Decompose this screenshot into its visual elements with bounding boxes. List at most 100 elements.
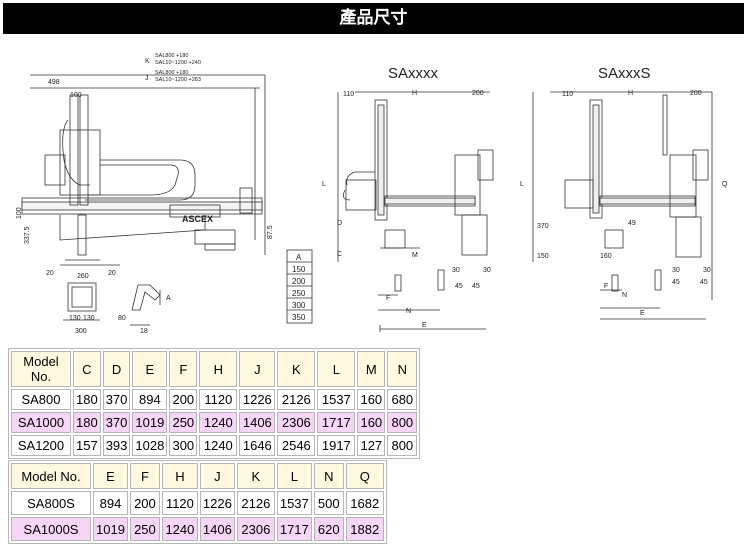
table-cell: 200 [129,491,160,515]
column-header: H [161,463,198,489]
dim-20-right: 20 [108,270,116,277]
column-header: L [317,351,356,387]
v2-dim-e: E [640,310,645,317]
column-header: J [199,463,235,489]
v1-dim-e: E [422,322,427,329]
column-header: D [102,351,131,387]
v2-dim-30a: 30 [672,267,680,274]
table-cell: 800 [387,412,418,433]
table-cell: 894 [132,389,168,410]
technical-drawing: 498 100 K SAL800 +180 SAL10~1200 +240 J … [16,53,728,335]
column-header: K [277,351,316,387]
table-cell: 1240 [161,517,198,541]
table-cell: 1019 [93,517,128,541]
v1-dim-l: L [322,181,326,188]
table-cell: 894 [93,491,128,515]
table-cell: 2126 [236,491,275,515]
table-cell: SA1000 [11,412,71,433]
v2-dim-30b: 30 [703,267,711,274]
table-cell: 2306 [277,412,316,433]
table-cell: 250 [129,517,160,541]
table-cell: SA1000S [11,517,91,541]
column-header: Q [345,463,384,489]
a-table-value: 200 [292,277,306,286]
v2-dim-49: 49 [628,220,636,227]
v2-dim-f: F [604,283,608,290]
table-cell: 800 [387,435,418,456]
column-header: Model No. [11,463,91,489]
table-cell: 157 [73,435,101,456]
dim-j: J [145,75,149,82]
table-cell: 1240 [199,435,238,456]
table-cell: 1717 [317,412,356,433]
v2-dim-h: H [628,90,633,97]
model-label-saxxxx: SAxxxx [388,65,439,82]
table-cell: 2306 [236,517,275,541]
column-header: H [199,351,238,387]
v2-dim-370: 370 [537,223,549,230]
v1-dim-30a: 30 [452,267,460,274]
column-header: E [132,351,168,387]
column-header: N [313,463,344,489]
column-header: F [129,463,160,489]
dim-20-left: 20 [46,270,54,277]
column-header: N [387,351,418,387]
v1-dim-c: C [337,251,342,258]
dim-100-left: 100 [16,207,23,219]
dim-18: 18 [140,328,148,335]
table-cell: 1120 [199,389,238,410]
column-header: M [357,351,386,387]
table-cell: 1717 [276,517,312,541]
table-cell: 1120 [161,491,198,515]
dim-87-5: 87.5 [267,225,274,239]
v1-dim-45b: 45 [472,283,480,290]
table-cell: SA800 [11,389,71,410]
j-note-1: SAL800 +180 [155,70,189,76]
v2-dim-n: N [622,292,627,299]
v1-dim-n: N [406,308,411,315]
table-cell: 370 [102,389,131,410]
table-cell: 1226 [239,389,276,410]
v2-dim-200: 200 [690,90,702,97]
table-cell: 250 [169,412,198,433]
table-cell: 1882 [345,517,384,541]
v1-dim-200: 200 [472,90,484,97]
v2-dim-45a: 45 [672,279,680,286]
table-cell: 1019 [132,412,168,433]
table-cell: 680 [387,389,418,410]
k-note-1: SAL800 +180 [155,53,189,59]
table-cell: 160 [357,389,386,410]
v2-dim-160: 160 [600,253,612,260]
brand-logo: ASCEX [182,214,213,224]
table-cell: 2126 [277,389,316,410]
v2-dim-q: Q [722,181,728,188]
k-note-2: SAL10~1200 +240 [155,60,201,66]
column-header: E [93,463,128,489]
table-cell: SA1200 [11,435,71,456]
table-cell: 1537 [317,389,356,410]
table-cell: 1682 [345,491,384,515]
a-table-value: 300 [292,301,306,310]
table-cell: 1226 [199,491,235,515]
table-cell: 370 [102,412,131,433]
table-cell: 1406 [199,517,235,541]
v1-dim-d: D [337,220,342,227]
v1-dim-110: 110 [343,91,354,98]
dim-260: 260 [77,273,89,280]
v1-dim-m: M [412,252,418,259]
table-cell: 1537 [276,491,312,515]
dim-498: 498 [48,79,60,86]
model-label-saxxxs: SAxxxS [598,65,651,82]
v2-dim-45b: 45 [700,279,708,286]
v2-dim-150: 150 [537,253,549,260]
dim-80: 80 [118,315,126,322]
column-header: K [236,463,275,489]
a-table-value: 150 [292,265,306,274]
